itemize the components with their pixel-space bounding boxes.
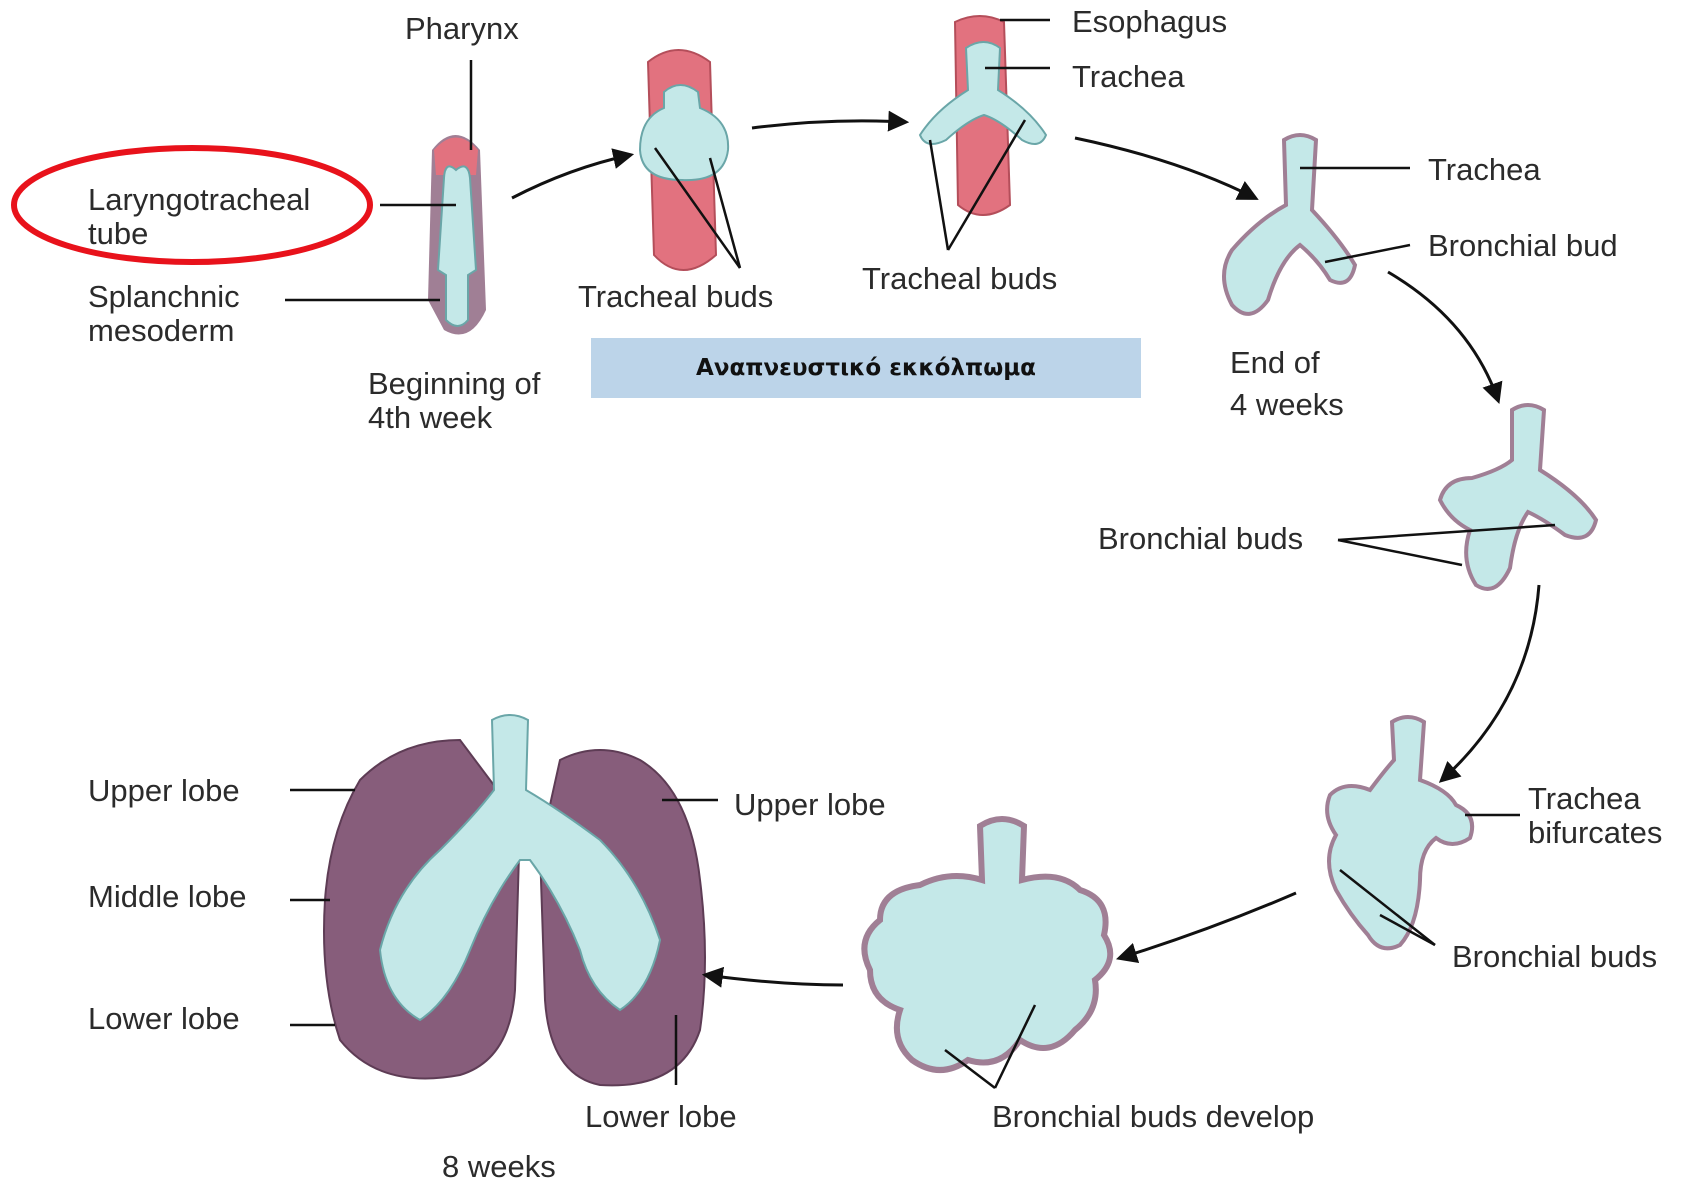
arrow-7	[706, 975, 843, 985]
arrow-2	[752, 121, 905, 128]
upper-lobe-left-label: Upper lobe	[88, 774, 240, 808]
stage-bronchial-buds	[1440, 405, 1596, 589]
middle-lobe-label: Middle lobe	[88, 880, 247, 914]
eight-weeks-label: 8 weeks	[442, 1150, 556, 1184]
arrow-3	[1075, 138, 1255, 198]
bronchial-bud-label: Bronchial bud	[1428, 229, 1618, 263]
bronchial-bud-shape	[1224, 135, 1355, 314]
tracheal-buds-label-b: Tracheal buds	[862, 262, 1057, 296]
upper-lobe-right-label: Upper lobe	[734, 788, 886, 822]
stage-tracheal-buds	[640, 50, 728, 270]
respiratory-diverticulum-text: Αναπνευστικό εκκόλπωμα	[696, 355, 1036, 381]
bifurcating-trachea-shape	[1327, 717, 1472, 948]
trachea-label-a: Trachea	[1072, 60, 1185, 94]
leader-tracheal-buds-b1	[930, 140, 948, 250]
lower-lobe-left-label: Lower lobe	[88, 1002, 240, 1036]
bronchial-buds-develop-label: Bronchial buds develop	[992, 1100, 1314, 1134]
developing-bronchi-shape	[864, 819, 1110, 1070]
stage-trachea-bifurcates	[1327, 717, 1472, 948]
arrow-5	[1442, 585, 1539, 780]
arrow-4	[1388, 272, 1498, 400]
leader-bronchial-buds-a1	[1338, 525, 1555, 540]
respiratory-diverticulum-box: Αναπνευστικό εκκόλπωμα	[591, 338, 1141, 398]
stage-beginning-4th-week	[428, 135, 486, 335]
pharynx-label: Pharynx	[405, 12, 519, 46]
bronchial-buds-label-a: Bronchial buds	[1098, 522, 1303, 556]
stage-8-weeks-lungs	[324, 715, 705, 1085]
stage-bronchial-buds-develop	[864, 819, 1110, 1070]
stage-end-4-weeks	[1224, 135, 1355, 314]
stage-tracheal-buds-esophagus	[920, 16, 1046, 215]
bronchial-buds-shape	[1440, 405, 1596, 589]
tracheal-buds-label-a: Tracheal buds	[578, 280, 773, 314]
esophagus-label: Esophagus	[1072, 5, 1227, 39]
arrow-6	[1120, 893, 1296, 958]
lower-lobe-right-label: Lower lobe	[585, 1100, 737, 1134]
trachea-label-b: Trachea	[1428, 153, 1541, 187]
bronchial-buds-label-b: Bronchial buds	[1452, 940, 1657, 974]
arrow-1	[512, 155, 630, 198]
leader-bronchial-buds-a2	[1338, 540, 1462, 565]
